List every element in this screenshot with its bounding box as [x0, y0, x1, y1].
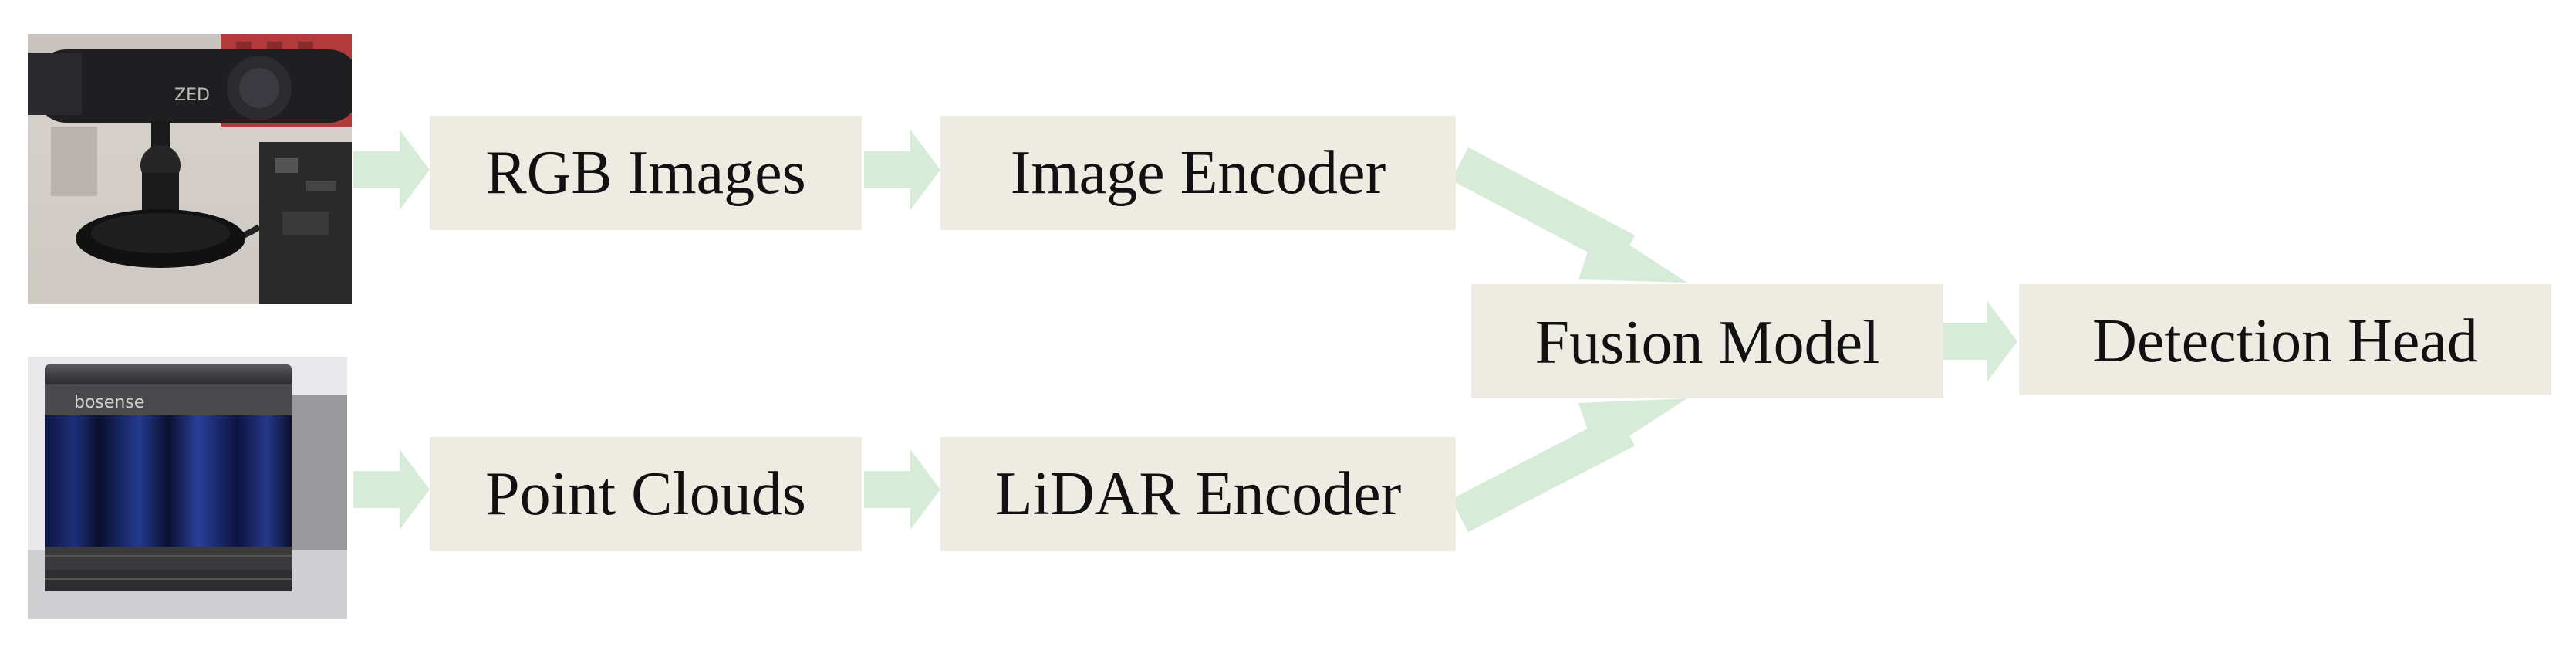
rgb-images-box: RGB Images	[430, 116, 862, 230]
camera-brand-text: ZED	[174, 86, 210, 105]
image-encoder-box: Image Encoder	[940, 116, 1456, 230]
lidar-encoder-label: LiDAR Encoder	[995, 460, 1402, 528]
detection-head-box: Detection Head	[2019, 284, 2551, 395]
point-clouds-label: Point Clouds	[485, 460, 806, 528]
lidar-brand-text: bosense	[74, 393, 144, 412]
arrow-fusion-to-detection	[1941, 301, 2017, 381]
arrow-lidar-encoder-to-fusion	[1450, 398, 1687, 533]
rgb-images-label: RGB Images	[485, 139, 806, 207]
image-encoder-label: Image Encoder	[1011, 139, 1386, 207]
arrow-camera-to-rgb	[353, 130, 430, 210]
lidar-photo: bosense	[28, 357, 347, 619]
arrow-image-encoder-to-fusion	[1450, 147, 1687, 283]
arrow-rgb-to-image-encoder	[864, 130, 940, 210]
detection-head-label: Detection Head	[2092, 307, 2478, 375]
arrow-lidar-to-pointclouds	[353, 449, 430, 530]
lidar-encoder-box: LiDAR Encoder	[940, 437, 1456, 551]
fusion-model-label: Fusion Model	[1535, 309, 1880, 377]
camera-photo: ZED	[28, 34, 352, 304]
point-clouds-box: Point Clouds	[430, 437, 862, 551]
arrow-pointclouds-to-lidar-encoder	[864, 449, 940, 530]
fusion-model-box: Fusion Model	[1471, 284, 1943, 398]
